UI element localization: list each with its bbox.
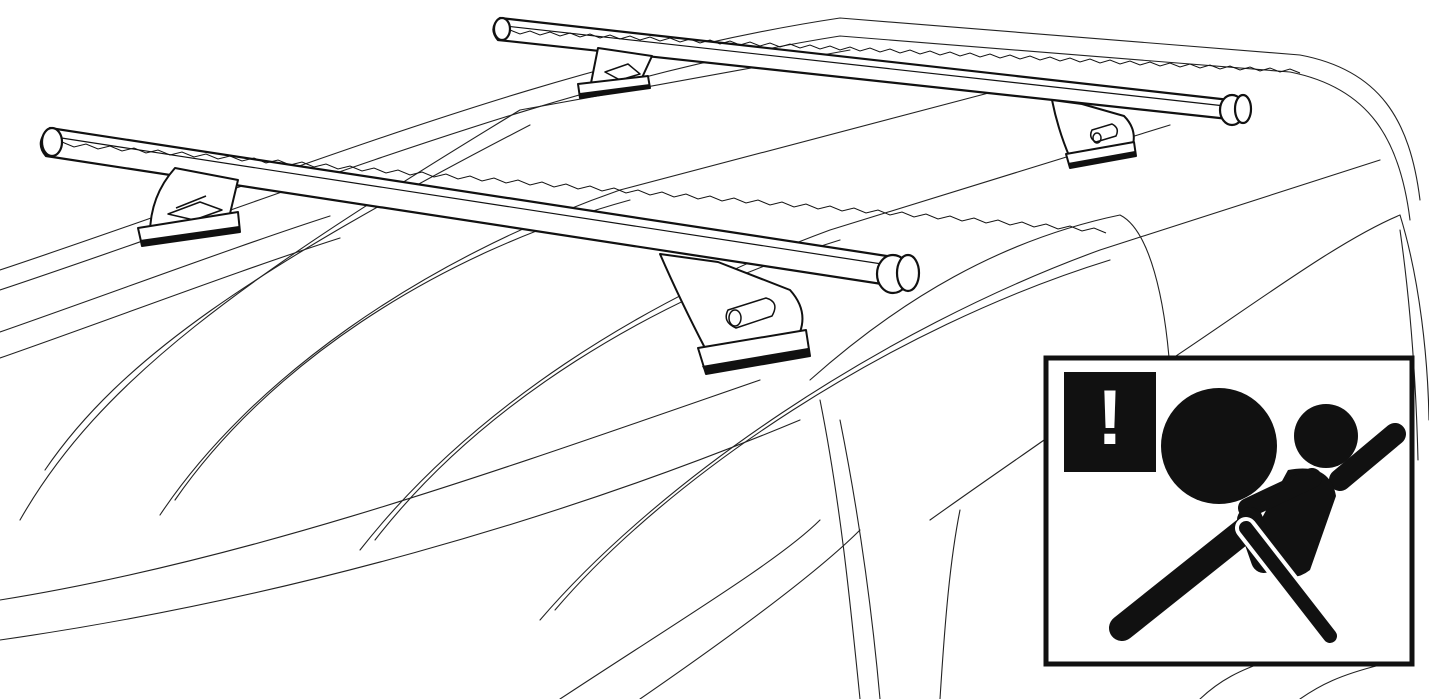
rear-crossbar-end-cap	[492, 16, 512, 42]
occupant-leg	[1109, 517, 1258, 641]
front-right-foot	[659, 253, 811, 375]
exclamation-symbol: !	[1097, 373, 1123, 461]
front-crossbar-end-cap	[40, 126, 64, 158]
occupant-head	[1294, 404, 1358, 468]
airbag-warning-icon	[1109, 388, 1406, 647]
exclamation-icon: !	[1064, 372, 1156, 472]
airbag-circle	[1161, 388, 1277, 504]
rear-right-foot	[1051, 99, 1137, 169]
front-left-foot	[137, 167, 241, 247]
seatbelt	[1239, 521, 1337, 643]
front-crossbar	[39, 126, 1107, 295]
exclamation-badge	[1064, 372, 1156, 472]
rear-crossbar	[492, 16, 1301, 127]
vehicle-roof	[0, 17, 1429, 699]
rear-left-foot	[577, 47, 653, 99]
occupant-arm-raised	[1329, 423, 1406, 491]
airbag-warning-panel: !	[1043, 355, 1415, 667]
